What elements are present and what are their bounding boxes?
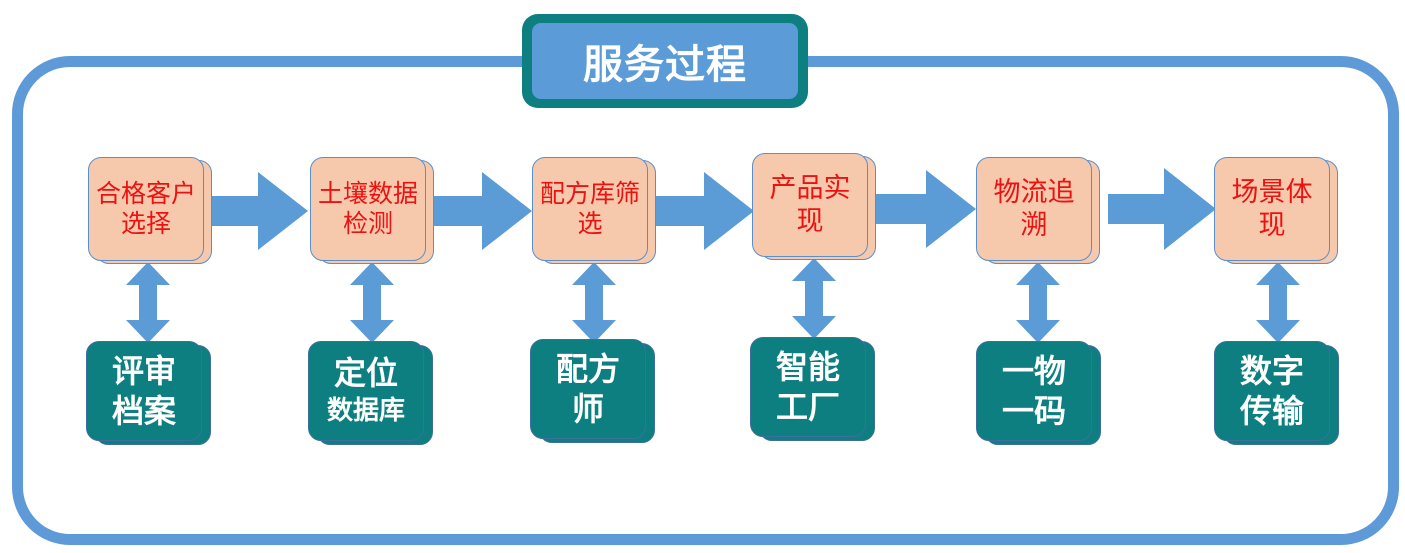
arrow-right-3: [652, 172, 754, 250]
tool-label-line1: 数字: [1239, 352, 1304, 390]
arrow-right-5: [1108, 168, 1216, 250]
step-formula-screening: 配方库筛选: [532, 157, 656, 264]
step-scenario-presentation: 场景体现: [1214, 157, 1338, 264]
step-product-realization: 产品实现: [752, 153, 876, 260]
arrow-updown-5: [1016, 262, 1060, 343]
arrow-updown-6: [1256, 262, 1300, 343]
tool-smart-factory: 智能 工厂: [750, 337, 875, 441]
tool-label-line2: 数据库: [326, 396, 405, 426]
tool-digital-transmission: 数字 传输: [1214, 341, 1339, 445]
step-label: 产品实现: [752, 153, 868, 257]
tool-label-line1: 配方: [555, 350, 620, 388]
step-label: 土壤数据检测: [310, 157, 426, 261]
arrow-updown-1: [126, 262, 170, 343]
tool-label-line1: 定位: [333, 354, 398, 392]
page-title: 服务过程: [532, 23, 798, 99]
title-box: 服务过程: [522, 14, 808, 108]
arrow-updown-4: [792, 258, 836, 339]
tool-label-line2: 一码: [1001, 392, 1066, 430]
arrow-updown-3: [572, 262, 616, 343]
tool-label-line2: 师: [571, 390, 604, 428]
step-label: 物流追溯: [976, 157, 1092, 261]
tool-label-line1: 一物: [1001, 352, 1066, 390]
arrow-updown-2: [350, 262, 394, 343]
tool-location-database: 定位 数据库: [308, 341, 433, 445]
tool-label-line1: 智能: [775, 348, 840, 386]
tool-label-line2: 工厂: [775, 388, 840, 426]
tool-label-line2: 档案: [111, 392, 176, 430]
step-customer-selection: 合格客户选择: [88, 157, 212, 264]
step-soil-testing: 土壤数据检测: [310, 157, 434, 264]
arrow-right-2: [430, 172, 532, 250]
tool-formulator: 配方 师: [530, 339, 655, 443]
arrow-right-1: [206, 172, 308, 250]
arrow-right-4: [874, 170, 976, 248]
step-label: 场景体现: [1214, 157, 1330, 261]
tool-review-archive: 评审 档案: [86, 341, 211, 445]
step-label: 配方库筛选: [532, 157, 648, 261]
tool-label-line1: 评审: [111, 352, 176, 390]
tool-one-item-one-code: 一物 一码: [976, 341, 1101, 445]
step-logistics-tracing: 物流追溯: [976, 157, 1100, 264]
tool-label-line2: 传输: [1239, 392, 1304, 430]
step-label: 合格客户选择: [88, 157, 204, 261]
